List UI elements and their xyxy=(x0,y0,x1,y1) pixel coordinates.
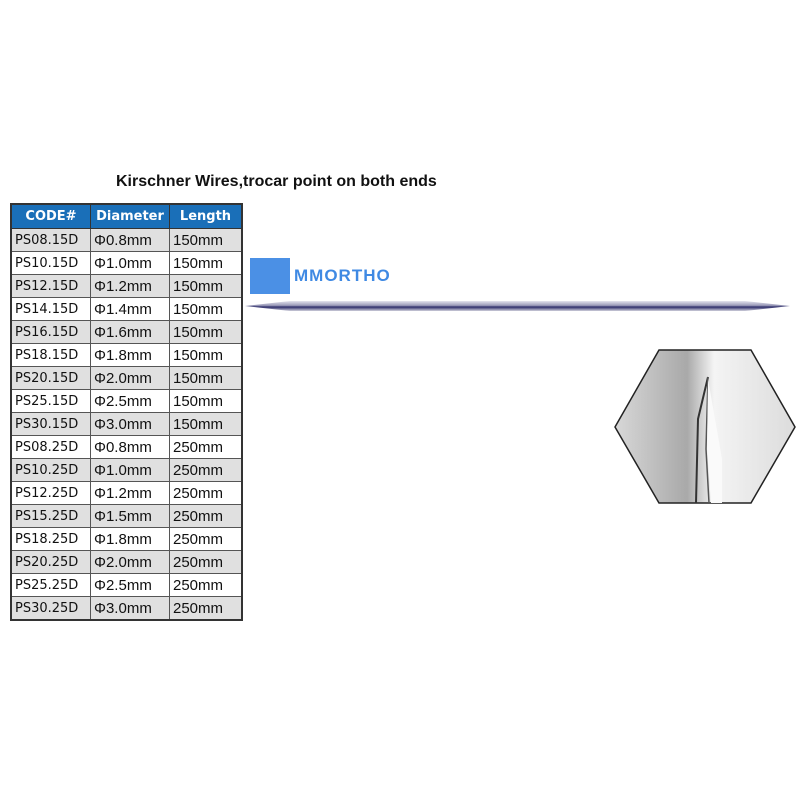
cell-length: 150mm xyxy=(169,297,243,321)
cell-diameter: Φ1.6mm xyxy=(90,320,170,344)
cell-diameter: Φ1.2mm xyxy=(90,481,170,505)
cell-length: 250mm xyxy=(169,596,243,621)
logo-mark-icon xyxy=(250,258,290,294)
cell-code: PS20.15D xyxy=(10,366,91,390)
cell-length: 150mm xyxy=(169,274,243,298)
cell-diameter: Φ1.4mm xyxy=(90,297,170,321)
cell-code: PS14.15D xyxy=(10,297,91,321)
header-code: CODE# xyxy=(10,203,91,229)
cell-length: 150mm xyxy=(169,228,243,252)
cell-length: 250mm xyxy=(169,481,243,505)
cell-diameter: Φ3.0mm xyxy=(90,412,170,436)
logo-text: MMORTHO xyxy=(294,266,391,285)
cell-length: 250mm xyxy=(169,550,243,574)
cell-length: 150mm xyxy=(169,389,243,413)
cell-code: PS12.25D xyxy=(10,481,91,505)
cell-code: PS25.15D xyxy=(10,389,91,413)
cell-code: PS10.15D xyxy=(10,251,91,275)
cell-length: 250mm xyxy=(169,527,243,551)
cell-length: 150mm xyxy=(169,366,243,390)
cell-code: PS16.15D xyxy=(10,320,91,344)
k-wire-image xyxy=(245,301,790,311)
cell-length: 250mm xyxy=(169,458,243,482)
cell-diameter: Φ2.5mm xyxy=(90,573,170,597)
cell-diameter: Φ1.0mm xyxy=(90,458,170,482)
cell-diameter: Φ1.2mm xyxy=(90,274,170,298)
cell-diameter: Φ0.8mm xyxy=(90,435,170,459)
cell-length: 150mm xyxy=(169,343,243,367)
cell-diameter: Φ2.5mm xyxy=(90,389,170,413)
cell-length: 250mm xyxy=(169,435,243,459)
cell-diameter: Φ1.5mm xyxy=(90,504,170,528)
cell-code: PS15.25D xyxy=(10,504,91,528)
cell-code: PS18.25D xyxy=(10,527,91,551)
cell-code: PS08.25D xyxy=(10,435,91,459)
cell-diameter: Φ2.0mm xyxy=(90,366,170,390)
cell-code: PS08.15D xyxy=(10,228,91,252)
cell-diameter: Φ1.0mm xyxy=(90,251,170,275)
cell-diameter: Φ3.0mm xyxy=(90,596,170,621)
cell-code: PS30.25D xyxy=(10,596,91,621)
cell-diameter: Φ1.8mm xyxy=(90,527,170,551)
cell-diameter: Φ2.0mm xyxy=(90,550,170,574)
cell-length: 250mm xyxy=(169,573,243,597)
watermark-logo: MMORTHO xyxy=(250,258,391,294)
header-length: Length xyxy=(169,203,243,229)
cell-code: PS18.15D xyxy=(10,343,91,367)
cell-length: 250mm xyxy=(169,504,243,528)
cell-length: 150mm xyxy=(169,320,243,344)
cell-code: PS25.25D xyxy=(10,573,91,597)
page-title: Kirschner Wires,trocar point on both end… xyxy=(116,173,437,190)
cell-length: 150mm xyxy=(169,251,243,275)
header-diameter: Diameter xyxy=(90,203,170,229)
cell-code: PS20.25D xyxy=(10,550,91,574)
cell-code: PS10.25D xyxy=(10,458,91,482)
cell-code: PS30.15D xyxy=(10,412,91,436)
cell-code: PS12.15D xyxy=(10,274,91,298)
cell-length: 150mm xyxy=(169,412,243,436)
trocar-tip-detail-image xyxy=(614,349,796,504)
cell-diameter: Φ1.8mm xyxy=(90,343,170,367)
cell-diameter: Φ0.8mm xyxy=(90,228,170,252)
